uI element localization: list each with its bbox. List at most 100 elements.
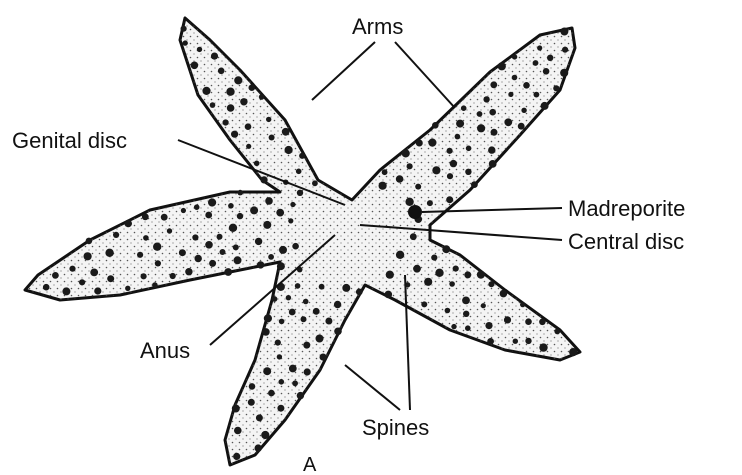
spine-tubercle: [396, 175, 404, 183]
spine-tubercle: [431, 255, 437, 261]
spine-tubercle: [288, 218, 293, 223]
spine-tubercle: [560, 69, 568, 77]
label-central-disc: Central disc: [568, 229, 684, 254]
spine-tubercle: [450, 160, 457, 167]
spine-tubercle: [512, 75, 518, 81]
spine-tubercle: [261, 176, 268, 183]
spine-tubercle: [275, 340, 281, 346]
spine-tubercle: [265, 197, 273, 205]
spine-tubercle: [181, 208, 186, 213]
spine-tubercle: [79, 279, 85, 285]
label-arms: Arms: [352, 14, 403, 39]
spine-tubercle: [296, 169, 302, 175]
spine-tubercle: [316, 335, 324, 343]
spine-tubercle: [263, 221, 271, 229]
spine-tubercle: [152, 282, 158, 288]
spine-tubercle: [277, 354, 282, 359]
spine-tubercle: [455, 134, 461, 140]
spine-tubercle: [107, 275, 114, 282]
spine-tubercle: [263, 367, 271, 375]
spine-tubercle: [471, 181, 478, 188]
spine-tubercle: [289, 309, 296, 316]
spine-tubercle: [297, 190, 303, 196]
spine-tubercle: [105, 249, 113, 257]
spine-tubercle: [442, 245, 450, 253]
spine-tubercle: [161, 214, 168, 221]
spine-tubercle: [483, 96, 489, 102]
spine-tubercle: [521, 108, 526, 113]
spine-tubercle: [539, 319, 546, 326]
spine-tubercle: [234, 76, 242, 84]
spine-tubercle: [428, 139, 436, 147]
spine-tubercle: [229, 224, 237, 232]
spine-tubercle: [268, 254, 274, 260]
spine-tubercle: [413, 265, 421, 273]
spine-tubercle: [170, 273, 176, 279]
spine-tubercle: [303, 342, 310, 349]
spine-tubercle: [466, 146, 472, 152]
spine-tubercle: [465, 325, 471, 331]
spine-tubercle: [232, 405, 240, 413]
spine-tubercle: [543, 68, 550, 75]
spine-tubercle: [500, 290, 508, 298]
spine-tubercle: [386, 271, 394, 279]
spine-tubercle: [279, 319, 285, 325]
spine-tubercle: [125, 286, 130, 291]
spine-tubercle: [461, 105, 467, 111]
label-spines: Spines: [362, 415, 429, 440]
spine-tubercle: [407, 163, 413, 169]
spine-tubercle: [195, 255, 202, 262]
spine-tubercle: [191, 62, 199, 70]
spine-tubercle: [167, 228, 172, 233]
spine-tubercle: [523, 82, 530, 89]
spine-tubercle: [179, 249, 186, 256]
spine-tubercle: [292, 243, 299, 250]
spine-tubercle: [396, 251, 404, 259]
spine-tubercle: [183, 40, 188, 45]
starfish-body: [25, 18, 580, 465]
spine-tubercle: [402, 149, 410, 157]
spine-tubercle: [141, 273, 147, 279]
spine-tubercle: [432, 122, 439, 129]
spine-tubercle: [481, 303, 486, 308]
spine-tubercle: [424, 278, 432, 286]
spine-tubercle: [464, 271, 471, 278]
spine-tubercle: [211, 53, 218, 60]
spine-tubercle: [554, 329, 560, 335]
spine-tubercle: [205, 212, 212, 219]
spine-tubercle: [504, 316, 511, 323]
spine-tubercle: [385, 291, 393, 299]
spine-tubercle: [513, 339, 518, 344]
spine-tubercle: [209, 260, 216, 267]
spine-tubercle: [250, 206, 258, 214]
spine-tubercle: [297, 392, 304, 399]
spine-tubercle: [525, 338, 531, 344]
spine-tubercle: [449, 281, 455, 287]
spine-tubercle: [220, 249, 226, 255]
spine-tubercle: [488, 281, 494, 287]
spine-tubercle: [272, 296, 278, 302]
spine-tubercle: [512, 54, 517, 59]
spine-tubercle: [245, 123, 252, 130]
spine-tubercle: [520, 302, 525, 307]
spine-tubercle: [382, 169, 388, 175]
spine-tubercle: [94, 287, 101, 294]
spine-tubercle: [210, 102, 216, 108]
spine-tubercle: [155, 260, 161, 266]
spine-tubercle: [421, 301, 427, 307]
label-madreporite: Madreporite: [568, 196, 685, 221]
spine-tubercle: [504, 118, 512, 126]
spine-tubercle: [304, 368, 311, 375]
spine-tubercle: [233, 244, 239, 250]
spine-tubercle: [217, 234, 223, 240]
spine-tubercle: [249, 84, 256, 91]
spine-tubercle: [43, 284, 50, 291]
spine-tubercle: [205, 241, 213, 249]
spine-tubercle: [254, 161, 260, 167]
spine-tubercle: [237, 213, 243, 219]
arms-leader-right: [395, 42, 455, 108]
spine-tubercle: [465, 169, 471, 175]
spine-tubercle: [342, 284, 350, 292]
spine-tubercle: [208, 198, 216, 206]
spine-tubercle: [313, 308, 320, 315]
